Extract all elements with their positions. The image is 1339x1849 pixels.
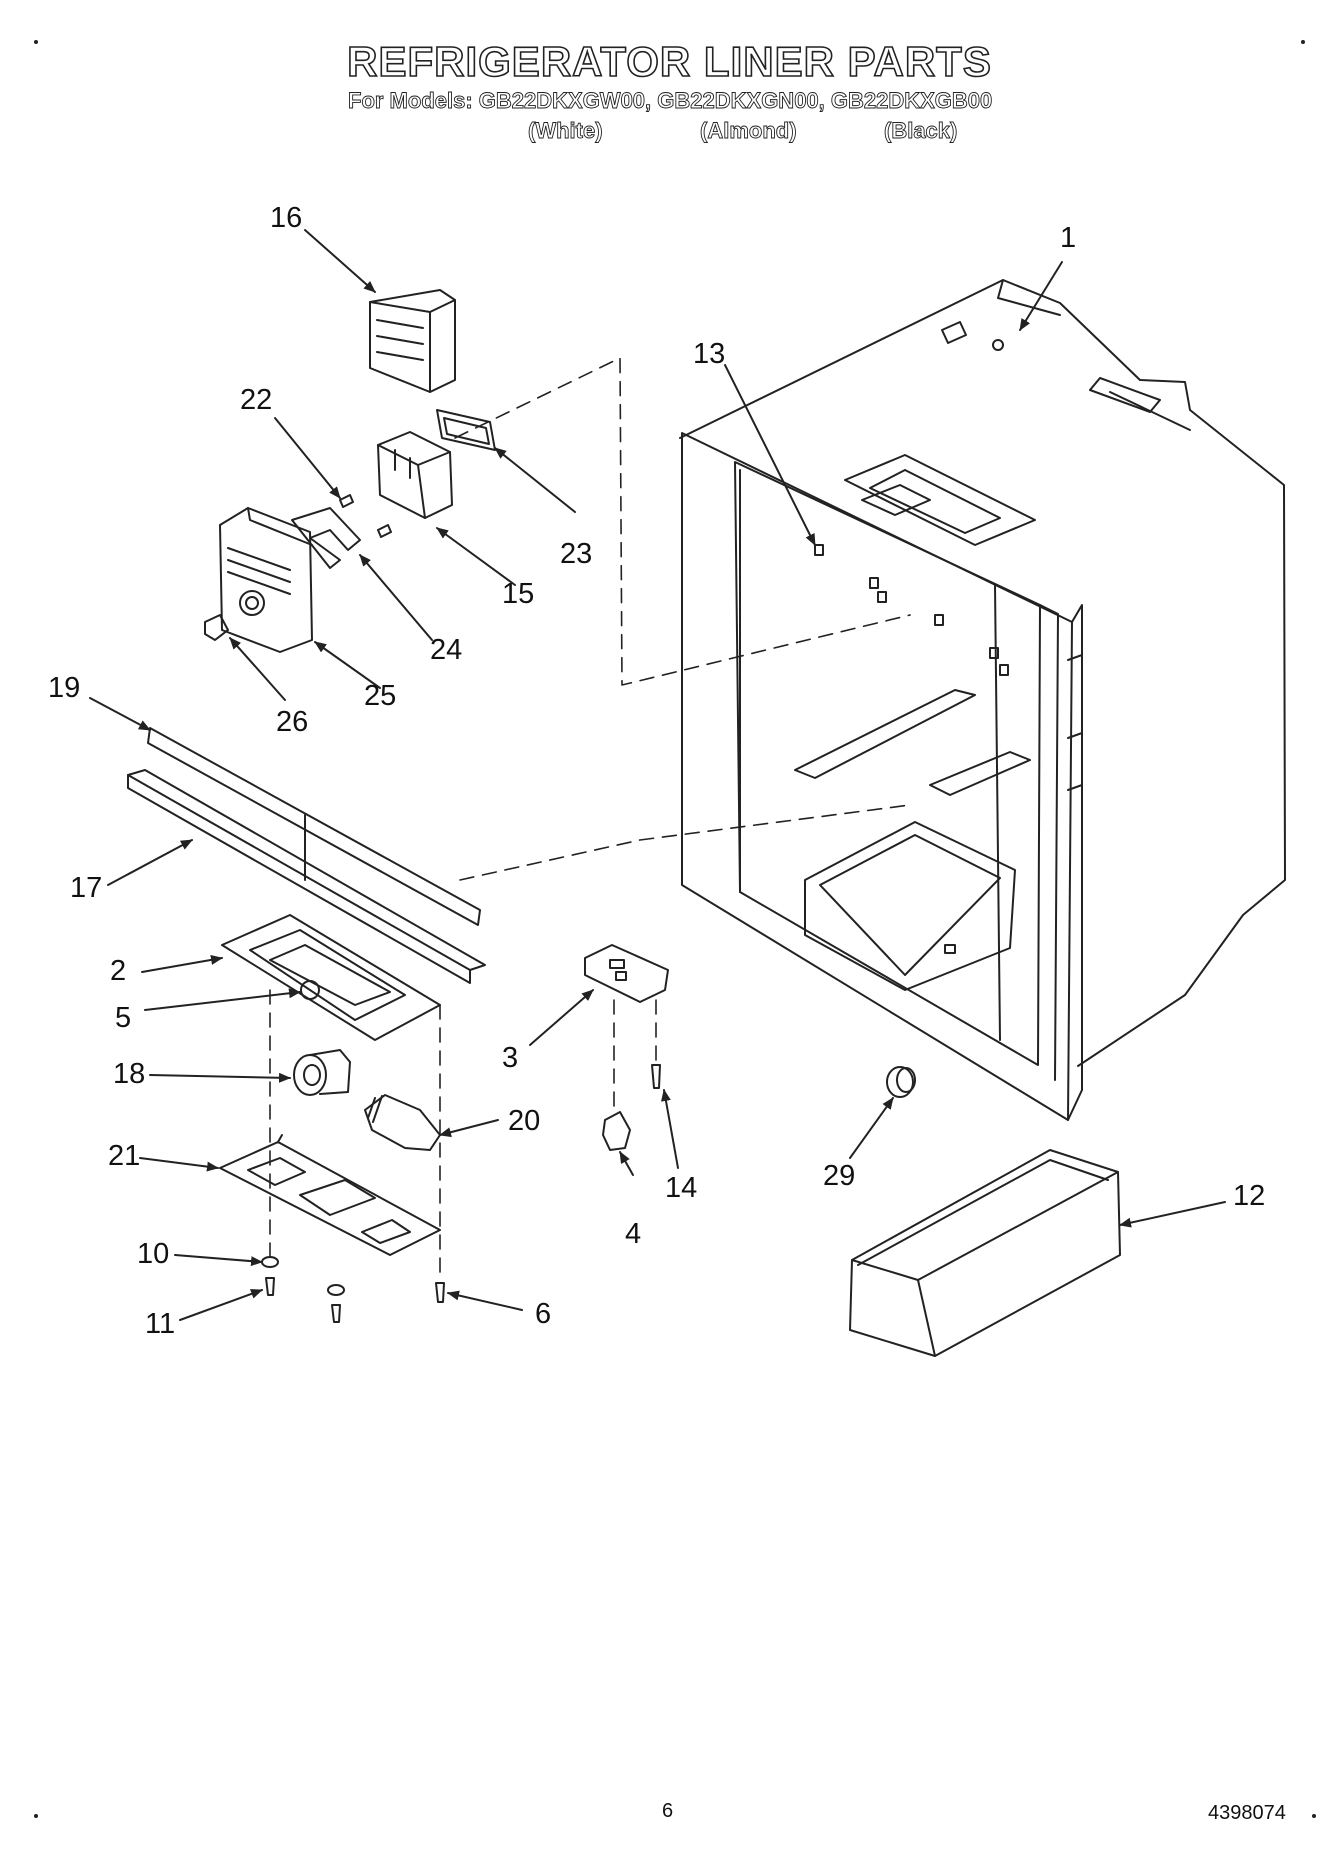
bracket-24 [291,507,361,569]
callout-17: 17 [70,872,103,904]
callout-1: 1 [1060,222,1077,254]
callout-26: 26 [276,706,309,738]
channel-17 [127,769,486,984]
leader-arrows [89,229,1226,1321]
callout-14: 14 [665,1172,698,1204]
screw-14 [651,1064,661,1089]
cap-29 [886,1066,916,1098]
callout-23: 23 [560,538,593,570]
callout-25: 25 [364,680,397,712]
control-box-15 [377,431,453,519]
fasteners [261,1256,445,1323]
callout-21: 21 [108,1140,141,1172]
knob-26 [204,614,229,641]
callout-12: 12 [1233,1180,1266,1212]
callout-16: 16 [270,202,303,234]
alignment-lines [269,357,911,1281]
corner-mark [1301,40,1305,44]
housing-cover-16 [369,289,456,393]
strip-19 [147,727,481,926]
callout-5: 5 [115,1002,132,1034]
variant-black: (Black) [884,118,958,144]
socket-18 [293,1049,351,1096]
callout-15: 15 [502,578,535,610]
callout-13: 13 [693,338,726,370]
bin-12 [849,1149,1121,1357]
callout-6: 6 [535,1298,552,1330]
corner-mark [1312,1814,1316,1818]
callout-22: 22 [240,384,273,416]
document-number: 4398074 [1208,1802,1286,1824]
models-line: For Models: GB22DKXGW00, GB22DKXGN00, GB… [348,88,993,114]
switch-4 [602,1111,631,1151]
callout-11: 11 [145,1308,176,1340]
callout-3: 3 [502,1042,519,1074]
bulb-20 [364,1094,441,1151]
page-number: 6 [662,1800,674,1822]
page-title: REFRIGERATOR LINER PARTS [346,37,992,86]
callout-10: 10 [137,1238,170,1270]
callout-24: 24 [430,634,463,666]
variant-almond: (Almond) [700,118,797,144]
callout-20: 20 [508,1105,541,1137]
screws-22 [339,494,392,538]
corner-mark [34,40,38,44]
callout-19: 19 [48,672,81,704]
callout-2: 2 [110,955,127,987]
light-shield-21 [219,1134,441,1256]
switch-bracket-3 [584,944,669,1003]
callout-4: 4 [625,1218,642,1250]
callout-18: 18 [113,1058,146,1090]
liner-box [679,279,1286,1121]
callout-29: 29 [823,1160,856,1192]
corner-mark [34,1814,38,1818]
variant-white: (White) [528,118,603,144]
control-housing-25 [219,507,313,653]
